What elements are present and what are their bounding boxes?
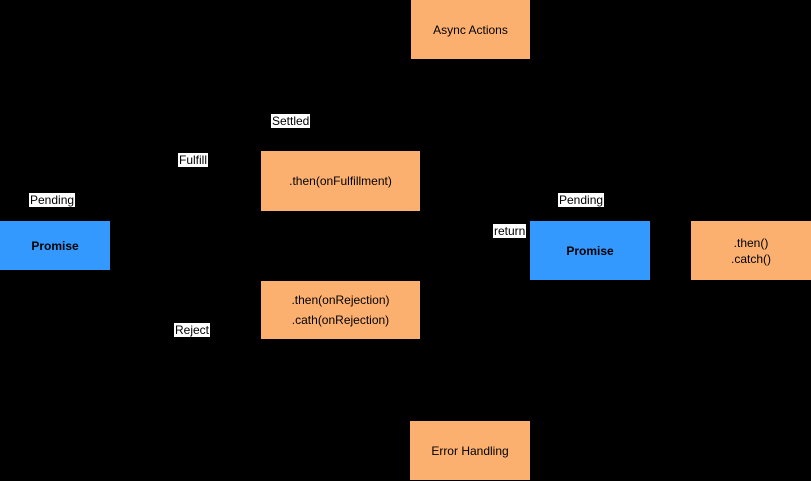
- error-handling-node: Error Handling: [410, 421, 530, 480]
- async-actions-node: Async Actions: [411, 0, 530, 59]
- promise-node-left: Promise: [0, 221, 110, 270]
- then-onfulfillment-label: .then(onFulfillment): [289, 174, 392, 188]
- edge-label-reject: Reject: [174, 323, 211, 337]
- promise-left-label: Promise: [31, 238, 79, 253]
- edge-label-fulfill: Fulfill: [178, 153, 209, 167]
- then-onfulfillment-node: .then(onFulfillment): [261, 151, 420, 211]
- then-catch-node: .then() .catch(): [691, 221, 811, 280]
- edge-label-settled: Settled: [271, 114, 311, 128]
- promise-node-right: Promise: [530, 221, 650, 280]
- edge-label-pending-left: Pending: [29, 193, 76, 207]
- error-handling-label: Error Handling: [431, 443, 509, 458]
- edge-label-pending-right: Pending: [558, 193, 605, 207]
- promise-right-label: Promise: [566, 243, 614, 258]
- then-onrejection-line1: .then(onRejection): [291, 293, 390, 307]
- edge-label-return: return: [493, 224, 527, 238]
- async-actions-label: Async Actions: [433, 22, 508, 37]
- then-onrejection-line2: .cath(onRejection): [291, 313, 390, 327]
- then-catch-line2: .catch(): [730, 251, 771, 266]
- then-onrejection-node: .then(onRejection) .cath(onRejection): [261, 281, 420, 339]
- then-catch-line1: .then(): [733, 235, 769, 250]
